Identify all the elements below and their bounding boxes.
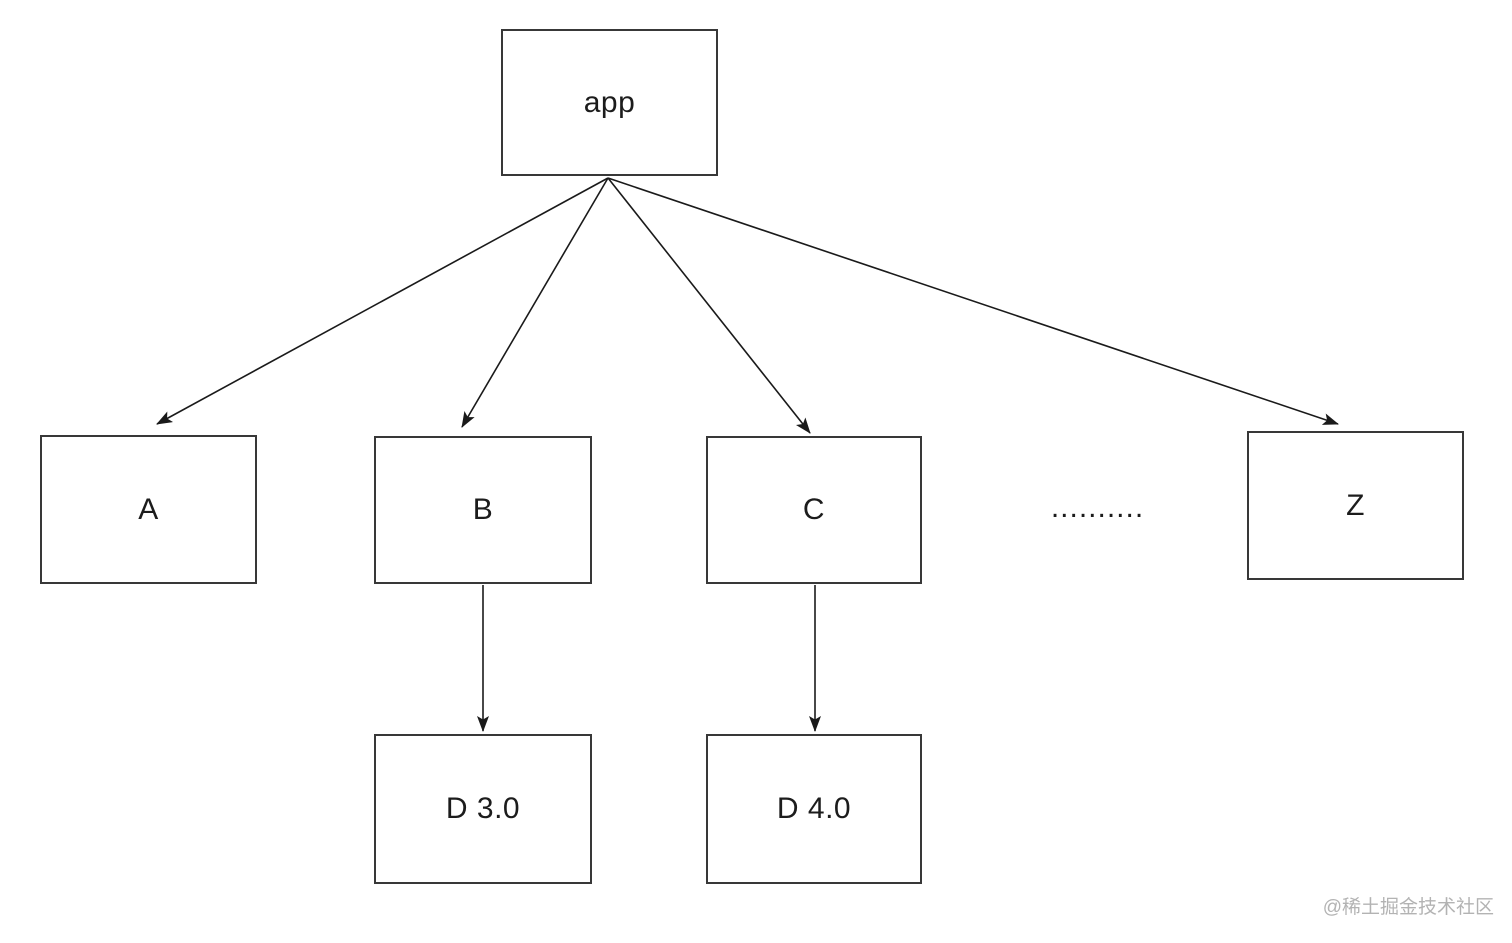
node-c-label: C — [802, 493, 826, 526]
node-app-label: app — [583, 85, 636, 119]
node-d3: D 3.0 — [374, 734, 592, 884]
node-d3-label: D 3.0 — [445, 792, 521, 825]
edge-app-to-a — [156, 177, 609, 425]
edge-app-to-b — [461, 177, 609, 428]
node-app: app — [501, 29, 718, 176]
node-d4-label: D 4.0 — [776, 792, 852, 825]
node-b: B — [374, 436, 592, 584]
ellipsis-label: .......... — [1050, 491, 1145, 524]
node-d4: D 4.0 — [706, 734, 922, 884]
node-b-label: B — [472, 493, 494, 526]
node-a: A — [40, 435, 257, 584]
edge-app-to-z — [607, 177, 1339, 425]
node-z-label: Z — [1346, 488, 1365, 522]
node-c: C — [706, 436, 922, 584]
edge-app-to-c — [607, 177, 811, 434]
node-z: Z — [1247, 431, 1464, 580]
node-a-label: A — [138, 492, 159, 526]
watermark: @稀土掘金技术社区 — [1322, 897, 1494, 918]
